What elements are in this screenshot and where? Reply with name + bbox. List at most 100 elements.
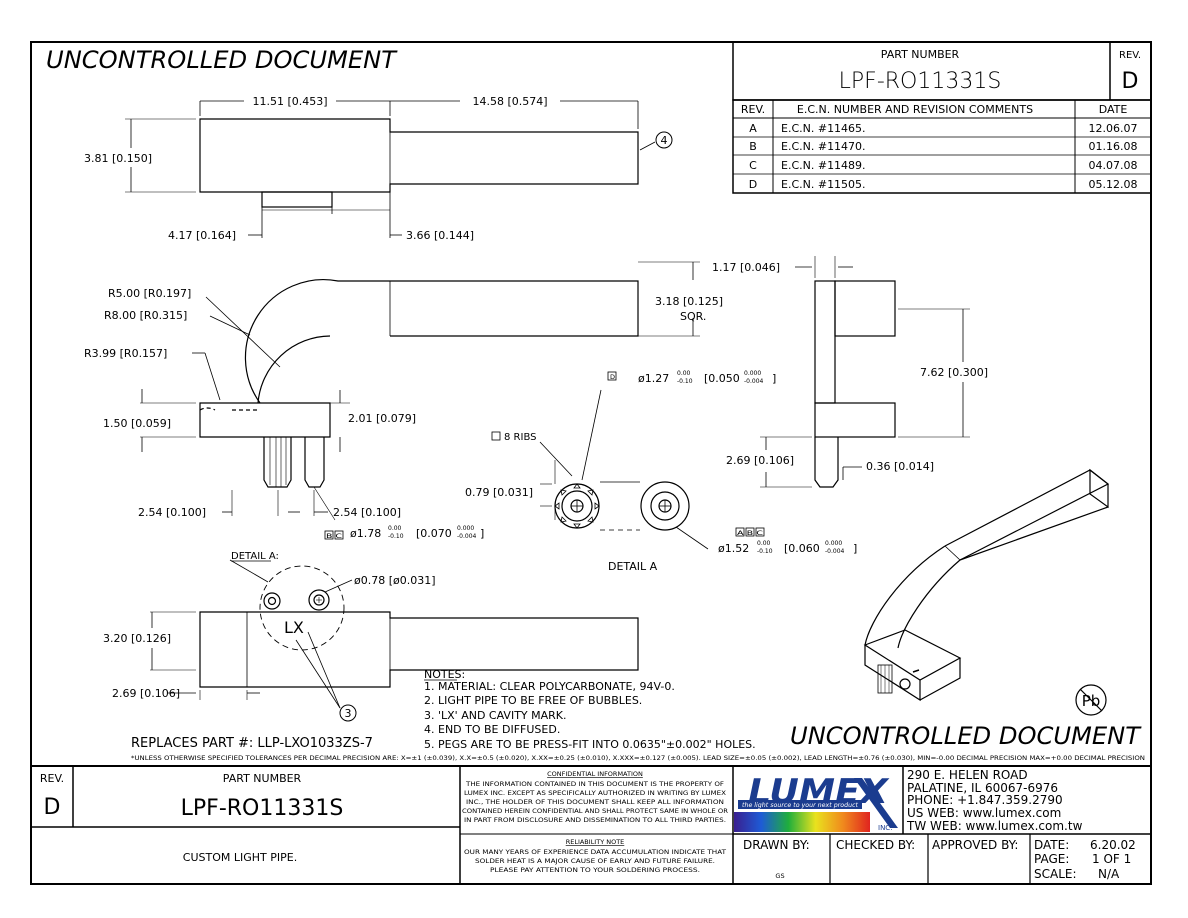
rev-row-rev: C (749, 159, 757, 172)
svg-text:SOLDER HEAT IS A MAJOR CAUSE O: SOLDER HEAT IS A MAJOR CAUSE OF EARLY AN… (475, 857, 715, 865)
dim-dia178: B C ø1.78 0.00 -0.10 [0.070 0.000 -0.004… (324, 525, 484, 540)
note-item: 5. PEGS ARE TO BE PRESS-FIT INTO 0.0635"… (424, 738, 756, 751)
note-item: 2. LIGHT PIPE TO BE FREE OF BUBBLES. (424, 694, 642, 707)
watermark-bottom: UNCONTROLLED DOCUMENT (790, 722, 1142, 750)
rev-row-date: 04.07.08 (1089, 159, 1138, 172)
balloon-4-label: 4 (661, 134, 668, 147)
svg-text:290 E. HELEN ROAD: 290 E. HELEN ROAD (907, 768, 1028, 782)
lx-mark: LX (284, 618, 304, 637)
part-number-block-top: PART NUMBER LPF-RO11331S REV. D (732, 41, 1152, 101)
date-col-header: DATE (1099, 103, 1128, 116)
page-label: PAGE: (1034, 852, 1069, 866)
ecn-col-header: E.C.N. NUMBER AND REVISION COMMENTS (797, 103, 1033, 116)
dia152-in-tol-top: 0.000 (825, 540, 842, 547)
tolerance-note: *UNLESS OTHERWISE SPECIFIED TOLERANCES P… (131, 754, 1145, 762)
top-view (125, 100, 656, 238)
title-rev-label: REV. (40, 772, 64, 785)
drawn-by-label: DRAWN BY: (743, 838, 810, 852)
rev-row-date: 05.12.08 (1089, 178, 1138, 191)
company-address: 290 E. HELEN ROAD PALATINE, IL 60067-697… (906, 768, 1083, 833)
dim-top-height: 3.81 [0.150] (84, 152, 152, 165)
replaces-part: REPLACES PART #: LLP-LXO1033ZS-7 (131, 736, 373, 751)
isometric-view (863, 468, 1110, 702)
scale-label: SCALE: (1034, 867, 1077, 881)
svg-text:]: ] (480, 527, 484, 540)
dim-top-len-1: 11.51 [0.453] (252, 95, 327, 108)
side-view (760, 256, 970, 488)
rev-top: D (1122, 69, 1139, 94)
rev-row-ecn: E.C.N. #11505. (781, 178, 866, 191)
dia178-inch: [0.070 (416, 527, 452, 540)
dim-sq-1: 3.18 [0.125] (655, 295, 723, 308)
dim-dia127: D ø1.27 0.00 -0.10 [0.050 0.000 -0.004 ] (607, 370, 776, 385)
svg-text:PALATINE, IL 60067-6976: PALATINE, IL 60067-6976 (907, 781, 1058, 795)
sheet-border (30, 41, 1152, 885)
svg-text:CONTAINED HEREIN CONFIDENTIAL: CONTAINED HEREIN CONFIDENTIAL AND SHALL … (462, 807, 728, 815)
detail-a-ref: DETAIL A: (231, 551, 279, 562)
pb-free-icon: Pb (1075, 684, 1107, 716)
dia127-inch: [0.050 (704, 372, 740, 385)
rev-row-rev: A (749, 122, 757, 135)
dia152-value: ø1.52 (718, 542, 749, 555)
dim-p254a: 2.54 [0.100] (138, 506, 206, 519)
svg-text:IN PART FROM DISCLOSURE AND DI: IN PART FROM DISCLOSURE AND DISSEMINATIO… (464, 816, 726, 824)
part-number-top: LPF-RO11331S (839, 69, 1002, 94)
revision-table: REV. E.C.N. NUMBER AND REVISION COMMENTS… (732, 99, 1152, 194)
callout-box-d: D (610, 373, 615, 381)
dim-h150: 1.50 [0.059] (103, 417, 171, 430)
confidential-info: CONFIDENTIAL INFORMATION THE INFORMATION… (462, 770, 728, 824)
svg-text:INC., THE HOLDER OF THIS DOCUM: INC., THE HOLDER OF THIS DOCUMENT SHALL … (466, 798, 724, 806)
rev-row-ecn: E.C.N. #11470. (781, 140, 866, 153)
dim-side-036: 0.36 [0.014] (866, 460, 934, 473)
dia127-in-tol-top: 0.000 (744, 370, 761, 377)
rev-row-ecn: E.C.N. #11465. (781, 122, 866, 135)
balloon-3 (339, 704, 357, 722)
page-value: 1 OF 1 (1092, 852, 1131, 866)
svg-text:INC.: INC. (878, 824, 892, 832)
callout-boxes-abc: A B C (737, 529, 764, 537)
note-item: 1. MATERIAL: CLEAR POLYCARBONATE, 94V-0. (424, 680, 675, 693)
dim-top-len-2: 14.58 [0.574] (472, 95, 547, 108)
rev-row-ecn: E.C.N. #11489. (781, 159, 866, 172)
svg-text:PLEASE PAY ATTENTION TO YOUR S: PLEASE PAY ATTENTION TO YOUR SOLDERING P… (490, 866, 700, 874)
dim-h201: 2.01 [0.079] (348, 412, 416, 425)
callout-boxes: B C (326, 532, 343, 540)
date-label: DATE: (1034, 838, 1069, 852)
svg-text:TW WEB: www.lumex.com.tw: TW WEB: www.lumex.com.tw (906, 819, 1083, 833)
svg-text:]: ] (853, 542, 857, 555)
dia152-in-tol-bot: -0.004 (825, 548, 845, 555)
rev-row-date: 12.06.07 (1089, 122, 1138, 135)
svg-text:LUMEX INC. EXCEPT AS SPECIFICA: LUMEX INC. EXCEPT AS SPECIFICALLY AUTHOR… (464, 789, 727, 797)
dim-side-269: 2.69 [0.106] (726, 454, 794, 467)
rev-label-top: REV. (1119, 50, 1141, 61)
dia178-in-tol-bot: -0.004 (457, 533, 477, 540)
watermark-top: UNCONTROLLED DOCUMENT (46, 46, 398, 74)
dim-bot-269: 2.69 [0.106] (112, 687, 180, 700)
bottom-view (150, 559, 639, 709)
front-view (140, 261, 700, 521)
balloon-4 (655, 131, 673, 149)
dia127-tol-top: 0.00 (677, 370, 691, 377)
dim-dia078: ø0.78 [ø0.031] (354, 574, 436, 587)
svg-text:THE INFORMATION CONTAINED IN T: THE INFORMATION CONTAINED IN THIS DOCUME… (465, 780, 724, 788)
dia152-inch: [0.060 (784, 542, 820, 555)
dim-r8: R8.00 [R0.315] (104, 309, 187, 322)
dim-p254b: 2.54 [0.100] (333, 506, 401, 519)
dia152-tol-bot: -0.10 (757, 548, 773, 555)
title-description: CUSTOM LIGHT PIPE. (183, 851, 297, 864)
drawn-by-value: GS (775, 872, 784, 880)
dia127-tol-bot: -0.10 (677, 378, 693, 385)
rev-row-rev: D (749, 178, 757, 191)
svg-text:OUR MANY YEARS OF EXPERIENCE D: OUR MANY YEARS OF EXPERIENCE DATA ACCUMU… (464, 848, 726, 856)
rev-col-header: REV. (741, 103, 765, 116)
detail-a-label: DETAIL A (608, 560, 658, 573)
dia152-tol-top: 0.00 (757, 540, 771, 547)
svg-text:PHONE: +1.847.359.2790: PHONE: +1.847.359.2790 (907, 793, 1063, 807)
svg-text:RELIABILITY NOTE: RELIABILITY NOTE (566, 838, 625, 846)
svg-text:Pb: Pb (1082, 692, 1101, 710)
checked-by-label: CHECKED BY: (836, 838, 915, 852)
dia178-tol-top: 0.00 (388, 525, 402, 532)
rev-row-rev: B (749, 140, 757, 153)
notes: NOTES: 1. MATERIAL: CLEAR POLYCARBONATE,… (424, 668, 756, 751)
